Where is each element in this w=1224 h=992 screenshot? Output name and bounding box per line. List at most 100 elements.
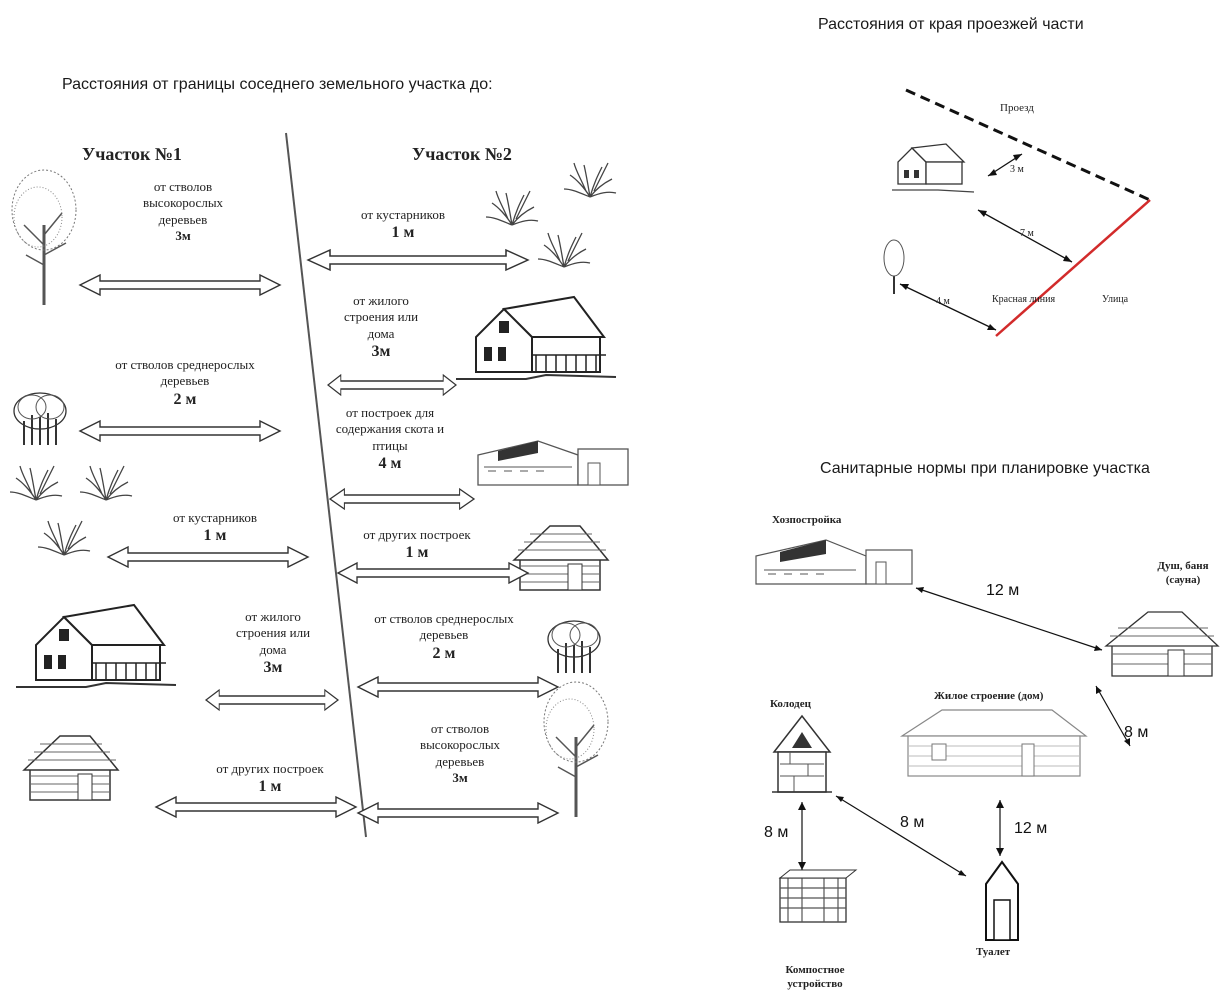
plot2-title: Участок №2 [412,144,512,164]
left-label-2: от стволов среднерослых деревьев 2 м [100,357,270,410]
sanitary-diagram: Хозпостройка Душ, баня (сауна) Колодец Ж… [740,500,1224,991]
right-label-1-value: 1 м [391,224,415,242]
house-left-icon [15,604,177,688]
mid-trees-right-icon [547,620,601,674]
right-label-4: от других построек 1 м [342,527,492,563]
road-tree-icon [883,239,905,294]
left-label-1-text: от стволов высокорослых деревьев [142,179,224,227]
right-label-6: от стволов высокорослых деревьев 3м [400,721,520,786]
right-label-1-text: от кустарников [361,207,445,222]
right-label-2: от жилого строения или дома 3м [336,293,426,362]
arrow-right-4 [337,562,529,584]
road-heading: Расстояния от края проезжей части [818,16,1084,33]
left-label-3-value: 1 м [203,527,227,545]
compost-label: Компостное устройство [785,964,845,990]
right-label-4-value: 1 м [405,544,429,562]
house-icon [899,709,1088,777]
plot-diagram: Участок №1 Участок №2 от стволов высокор… [0,125,640,840]
left-label-3: от кустарников 1 м [145,510,285,546]
house-label: Жилое строение (дом) [934,690,1044,702]
right-label-6-value: 3м [452,769,468,785]
toilet-label: Туалет [976,946,1011,958]
bush-left-1-icon [9,465,63,501]
right-label-5: от стволов среднерослых деревьев 2 м [356,611,532,664]
plot-diagram-graphics [9,132,629,838]
arrow-right-3 [329,488,475,510]
arrow-left-2 [79,420,281,442]
bush-right-3-icon [537,232,591,268]
arrow-right-2 [327,374,457,396]
arrow-right-1 [307,249,529,271]
livestock-barn-right-icon [477,440,629,486]
left-label-5-text: от других построек [216,761,324,776]
dist-well-toilet: 8 м [900,814,925,831]
right-label-3-value: 4 м [378,454,402,472]
left-label-5: от других построек 1 м [180,761,360,797]
arrow-right-6 [357,802,559,824]
road-diagram-graphics [883,88,1151,337]
arrow-4m [899,283,997,331]
dist-house-drive: 3 м [1010,164,1024,175]
hut-right-icon [513,525,609,591]
arrow-house-bath [1095,685,1131,747]
outbuilding-icon [755,539,913,585]
dist-outbuilding-bath: 12 м [986,582,1020,599]
arrow-outbuilding-bath [915,587,1103,651]
arrow-left-4 [205,689,339,711]
bush-right-2-icon [563,162,617,198]
compost-icon [778,869,858,923]
dist-house-toilet: 12 м [1014,820,1048,837]
dist-house-red: 7 м [1020,228,1034,239]
arrow-left-5 [155,796,357,818]
road-house-icon [892,143,975,193]
tall-tree-left-icon [10,168,78,307]
left-label-5-value: 1 м [258,778,282,796]
dist-house-bath: 8 м [1124,724,1149,741]
bath-icon [1104,611,1220,677]
right-label-3: от построек для содержания скота и птицы… [330,405,450,474]
arrow-7m [977,209,1073,263]
right-label-1: от кустарников 1 м [338,207,468,243]
left-label-4: от жилого строения или дома 3м [228,609,318,678]
left-label-1-value: 3м [175,227,191,243]
right-label-2-text: от жилого строения или дома [343,293,419,341]
arrow-well-toilet [835,795,967,877]
right-label-4-text: от других построек [363,527,471,542]
left-label-4-text: от жилого строения или дома [235,609,311,657]
well-icon [772,714,832,793]
drive-label: Проезд [1000,102,1034,114]
mid-trees-left-icon [13,392,67,446]
sanitary-diagram-graphics [755,539,1220,941]
bath-label: Душ, баня (сауна) [1157,560,1209,586]
drive-dashed-line [905,88,1151,202]
sanitary-heading: Санитарные нормы при планировке участка [820,460,1150,477]
arrow-right-5 [357,676,559,698]
right-label-3-text: от построек для содержания скота и птицы [335,405,445,453]
tall-tree-right-icon [542,680,610,819]
dist-tree-red: 4 м [936,296,950,307]
toilet-icon [985,860,1019,941]
outbuilding-label: Хозпостройка [772,514,842,526]
bush-left-2-icon [79,465,133,501]
road-diagram: Проезд 3 м 7 м 4 м Красная линия Улица [860,84,1160,344]
right-label-6-text: от стволов высокорослых деревьев [419,721,501,769]
left-heading: Расстояния от границы соседнего земельно… [62,76,493,93]
dist-well-compost: 8 м [764,824,789,841]
left-label-3-text: от кустарников [173,510,257,525]
arrow-left-1 [79,274,281,296]
left-label-1: от стволов высокорослых деревьев 3м [118,179,248,244]
plot-boundary-line [285,132,367,838]
plot1-title: Участок №1 [82,144,182,164]
bush-right-1-icon [485,190,539,226]
left-label-4-value: 3м [263,658,283,676]
hut-left-icon [23,735,119,801]
bush-left-3-icon [37,520,91,556]
red-line-label: Красная линия [992,294,1056,305]
arrow-left-3 [107,546,309,568]
right-label-5-text: от стволов среднерослых деревьев [374,611,514,643]
right-label-5-value: 2 м [432,644,456,662]
street-label: Улица [1102,294,1129,305]
left-label-2-value: 2 м [173,390,197,408]
red-line [995,199,1151,337]
left-label-2-text: от стволов среднерослых деревьев [115,357,255,389]
